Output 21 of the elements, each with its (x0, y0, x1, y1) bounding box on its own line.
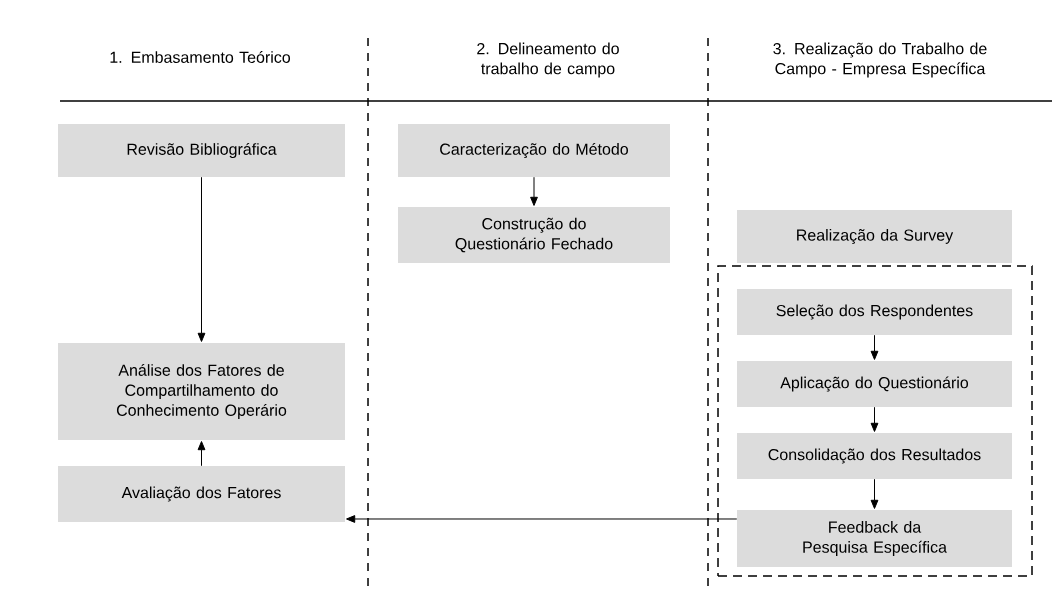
process-box: Construção do Questionário Fechado (398, 207, 670, 263)
process-box: Aplicação do Questionário (737, 361, 1012, 407)
process-box: Revisão Bibliográfica (58, 124, 345, 177)
process-box: Feedback da Pesquisa Específica (737, 510, 1012, 567)
process-box: Realização da Survey (737, 210, 1012, 263)
process-box: Análise dos Fatores de Compartilhamento do Conhecimento Operário (58, 343, 345, 440)
arrow (530, 176, 538, 206)
column-heading: 2. Delineamento do trabalho de campo (477, 42, 619, 78)
process-box: Consolidação dos Resultados (737, 433, 1012, 479)
dashed-group-frame (717, 265, 1033, 577)
arrow (197, 176, 206, 342)
arrow (870, 478, 879, 509)
column-heading: 3. Realização do Trabalho de Campo - Empresa Específica (773, 42, 987, 78)
process-box: Caracterização do Método (398, 124, 670, 177)
arrow (346, 515, 738, 523)
arrow (870, 334, 879, 360)
arrow (197, 441, 206, 467)
column-heading: 1. Embasamento Teórico (110, 51, 291, 63)
process-box: Avaliação dos Fatores (58, 466, 345, 522)
arrow (870, 406, 879, 432)
process-box: Seleção dos Respondentes (737, 289, 1012, 335)
